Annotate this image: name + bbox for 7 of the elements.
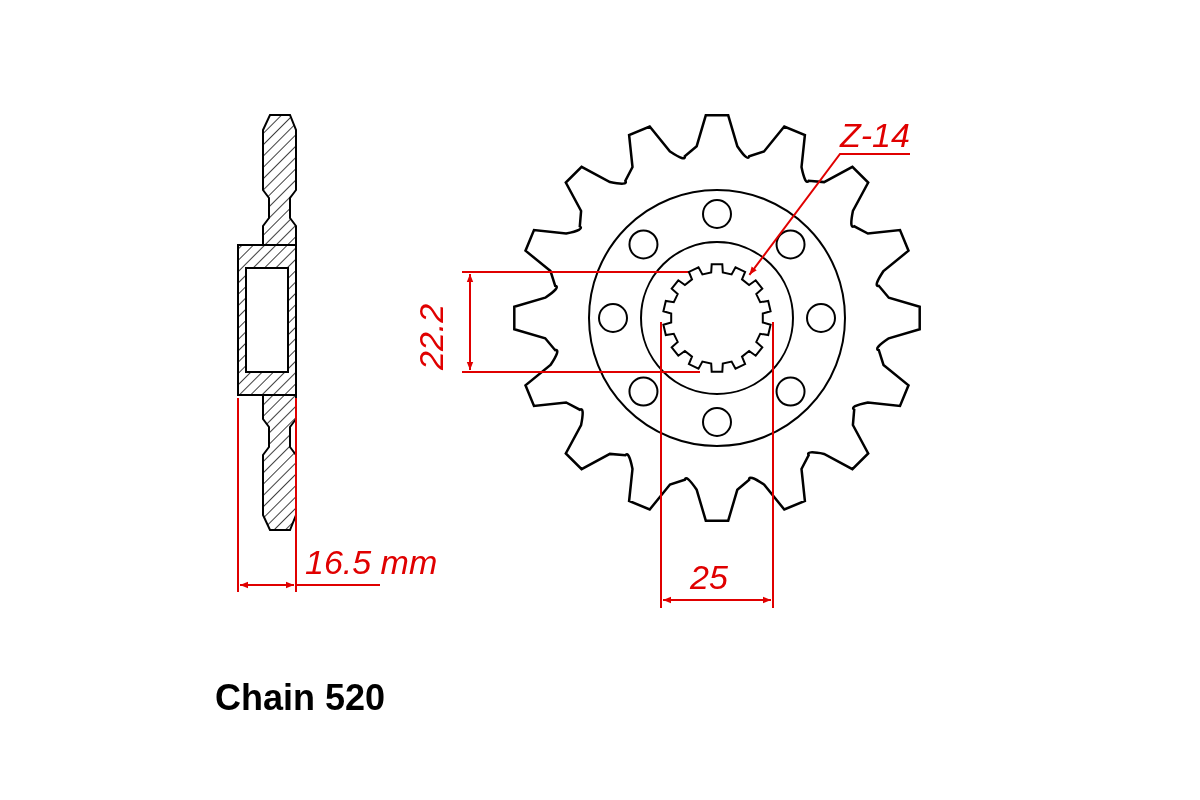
leader-line: [748, 153, 911, 276]
dimension-label: 22.2: [414, 303, 448, 370]
dimension-label: 16.5 mm: [305, 545, 438, 579]
callout-label: Z-14: [840, 118, 910, 152]
spline-drawing: [661, 262, 773, 374]
dimension-label: 25: [690, 560, 728, 594]
chain-size-label: Chain 520: [215, 680, 386, 716]
